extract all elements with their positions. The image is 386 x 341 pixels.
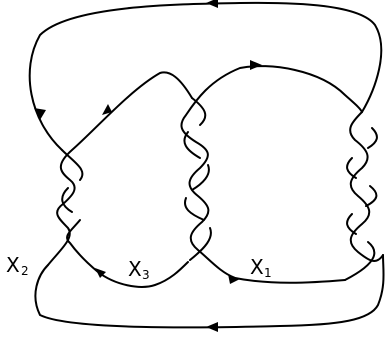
- arrow-bottom: [206, 322, 218, 332]
- arrow-left-lower: [95, 268, 106, 278]
- outer-top-loop: [28, 1, 383, 151]
- outer-bottom-loop: [34, 254, 385, 329]
- arrow-top: [206, 0, 218, 8]
- arrow-left-upper: [102, 104, 112, 115]
- svg-text:X: X: [128, 257, 142, 281]
- left-twist-strand-a: [47, 71, 193, 266]
- right-twist-strand-b: [344, 127, 378, 281]
- svg-text:X: X: [250, 255, 264, 279]
- label-x2: X 2: [6, 253, 29, 278]
- arrow-middle-lower: [228, 274, 240, 284]
- svg-text:3: 3: [142, 268, 150, 282]
- svg-text:X: X: [6, 253, 20, 277]
- label-x3: X 3: [128, 257, 150, 282]
- arrow-outer-left: [34, 108, 46, 120]
- right-twist-strand-a: [349, 111, 384, 262]
- svg-text:2: 2: [21, 264, 29, 278]
- middle-twist-strand-a: [183, 97, 212, 261]
- label-x1: X 1: [250, 255, 272, 280]
- left-twist-strand-b: [61, 149, 189, 288]
- svg-text:1: 1: [264, 266, 272, 280]
- arrow-middle-top: [250, 60, 262, 70]
